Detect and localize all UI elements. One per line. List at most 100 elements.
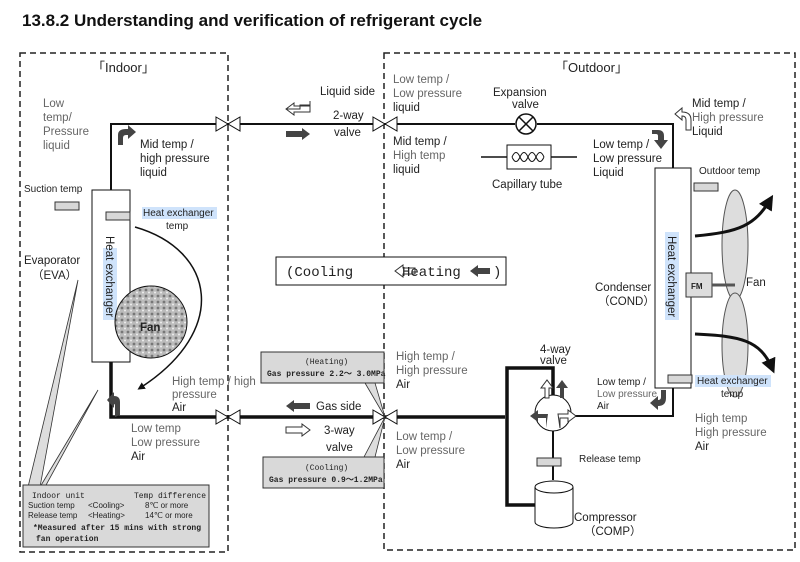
info-temp-difference: Temp difference xyxy=(134,492,206,501)
high-temp-air-left-label: High temp / xyxy=(396,351,456,363)
indoor-fan-icon xyxy=(114,285,188,359)
low-temp-air-label: Air xyxy=(131,451,145,463)
low-temp-air-left-label: Air xyxy=(396,459,410,471)
low-temp-low-pressure-liquid2-label: Liquid xyxy=(593,167,624,179)
low-temp-air-right-label: Air xyxy=(597,401,610,412)
release-temp-label: Release temp xyxy=(579,454,641,465)
two-way-valve-icon xyxy=(372,116,398,132)
four-way-valve-label: 4-way xyxy=(540,344,571,356)
mode-cooling-arrow-icon xyxy=(394,264,416,278)
info-cooling-diff: 8℃ or more xyxy=(145,501,189,510)
info-heating-diff: 14℃ or more xyxy=(145,511,193,520)
condenser-label: Condenser xyxy=(595,282,651,294)
outdoor-hx-temp-sensor-icon xyxy=(667,374,693,384)
mid-temp-high-temp-liquid-label: Mid temp / xyxy=(393,136,447,148)
low-temp-low-pressure-liquid2-label: Low temp / xyxy=(593,139,650,151)
low-temp-pressure-liquid-label: temp/ xyxy=(43,112,73,124)
info-release-temp: Release temp xyxy=(28,511,78,520)
outdoor-hx-temp-label-2: temp xyxy=(721,389,744,400)
indoor-label: 「Indoor」 xyxy=(92,60,155,75)
mode-heating-arrow-icon xyxy=(470,265,490,277)
expansion-valve-label-2: valve xyxy=(512,99,539,111)
outdoor-hx-label-bg xyxy=(665,232,679,320)
mid-temp-high-temp-liquid-label: liquid xyxy=(393,164,420,176)
three-way-valve-label: 3-way xyxy=(324,425,355,437)
outdoor-temp-sensor-icon xyxy=(693,182,719,192)
low-temp-pressure-liquid-label: Pressure xyxy=(43,126,89,138)
condenser-abbr: （COND） xyxy=(598,295,655,308)
page-title: 13.8.2 Understanding and verification of… xyxy=(22,11,482,30)
outdoor-label: 「Outdoor」 xyxy=(555,60,628,75)
high-temp-air-right-label: High pressure xyxy=(695,427,767,439)
fan-motor-label: FM xyxy=(691,282,703,291)
indoor-boundary xyxy=(19,52,229,553)
low-temp-low-pressure-liquid-label: liquid xyxy=(393,102,420,114)
low-temp-pressure-liquid-label: Low xyxy=(43,98,65,110)
indoor-hx-temp-sensor-icon xyxy=(105,211,131,221)
heating-pressure-mode: (Heating) xyxy=(305,358,348,367)
indoor-hx-label-bg xyxy=(103,248,117,320)
four-way-arrow-icon xyxy=(556,380,568,398)
outdoor-fan-label: Fan xyxy=(746,277,766,289)
info-note-line2: fan operation xyxy=(36,535,99,544)
fan-motor-icon xyxy=(685,272,713,298)
expansion-valve-label: Expansion xyxy=(493,87,547,99)
expansion-valve-icon xyxy=(515,113,537,135)
outdoor-hx-temp-label: Heat exchanger xyxy=(697,376,768,387)
info-box xyxy=(22,484,210,548)
four-way-valve-icon xyxy=(534,394,572,432)
mid-temp-high-temp-liquid-label: High temp xyxy=(393,150,445,162)
outdoor-gas-arrow-icon xyxy=(650,390,666,410)
indoor-airflow-arrow-icon xyxy=(134,226,203,390)
liquid-cooling-arrow-icon xyxy=(286,128,310,140)
gas-cooling-arrow-icon xyxy=(286,400,310,412)
low-temp-air-right-label: Low pressure xyxy=(597,389,657,400)
low-temp-pressure-liquid-label: liquid xyxy=(43,140,70,152)
info-cooling: <Cooling> xyxy=(88,501,125,510)
mid-temp-high-pressure-liquid-label: Mid temp / xyxy=(692,98,746,110)
evaporator-abbr: （EVA） xyxy=(32,269,77,282)
liquid-heating-arrow-icon xyxy=(285,101,311,116)
low-temp-air-label: Low pressure xyxy=(131,437,200,449)
outdoor-airflow-arrow-up-icon xyxy=(694,194,774,238)
info-note-line1: *Measured after 15 mins with strong xyxy=(33,524,201,533)
indoor-hx-temp-label: Heat exchanger xyxy=(143,208,214,219)
high-temp-air-label: pressure xyxy=(172,389,217,401)
outdoor-temp-label: Outdoor temp xyxy=(699,166,761,177)
cooling-pressure-mode: (Cooling) xyxy=(305,464,348,473)
suction-temp-label: Suction temp xyxy=(24,184,83,195)
suction-temp-sensor-icon xyxy=(54,201,80,211)
indoor-fan-label: Fan xyxy=(140,322,160,334)
four-way-arrow-icon xyxy=(557,409,577,429)
mid-temp-high-pressure-liquid-label: Mid temp / xyxy=(140,139,194,151)
high-temp-air-left-label: High pressure xyxy=(396,365,468,377)
info-callout-lines xyxy=(27,279,99,488)
four-way-arrow-icon xyxy=(530,410,548,428)
compressor-abbr: （COMP） xyxy=(584,525,642,538)
compressor-icon xyxy=(534,480,574,529)
info-heating: <Heating> xyxy=(88,511,125,520)
low-temp-low-pressure-liquid-label: Low temp / xyxy=(393,74,450,86)
heating-pressure-value: Gas pressure 2.2～ 3.0MPa xyxy=(267,370,386,379)
low-temp-air-right-label: Low temp / xyxy=(597,377,646,388)
three-way-valve-label-2: valve xyxy=(326,442,353,454)
mid-temp-high-pressure-liquid-label: high pressure xyxy=(140,153,210,165)
indoor-liquid-valve-icon xyxy=(215,116,241,132)
outdoor-heat-exchanger-label: Heat exchanger xyxy=(665,236,677,317)
gas-heating-arrow-icon xyxy=(285,423,311,437)
outdoor-liquid-heating-arrow-icon xyxy=(674,106,692,131)
four-way-arrow-icon xyxy=(540,379,554,399)
mid-temp-high-pressure-liquid-label: Liquid xyxy=(692,126,723,138)
indoor-gas-valve-icon xyxy=(215,409,241,425)
outdoor-boundary xyxy=(383,52,796,551)
four-way-valve-label-2: valve xyxy=(540,355,567,367)
capillary-tube-label: Capillary tube xyxy=(492,179,562,191)
high-temp-air-left-label: Air xyxy=(396,379,410,391)
mode-cooling-label: (Cooling xyxy=(286,265,353,281)
low-temp-low-pressure-liquid2-label: Low pressure xyxy=(593,153,662,165)
indoor-mid-arrow-icon xyxy=(118,125,136,145)
two-way-valve-label-2: valve xyxy=(334,127,361,139)
heating-gas-pressure-box xyxy=(260,351,385,384)
